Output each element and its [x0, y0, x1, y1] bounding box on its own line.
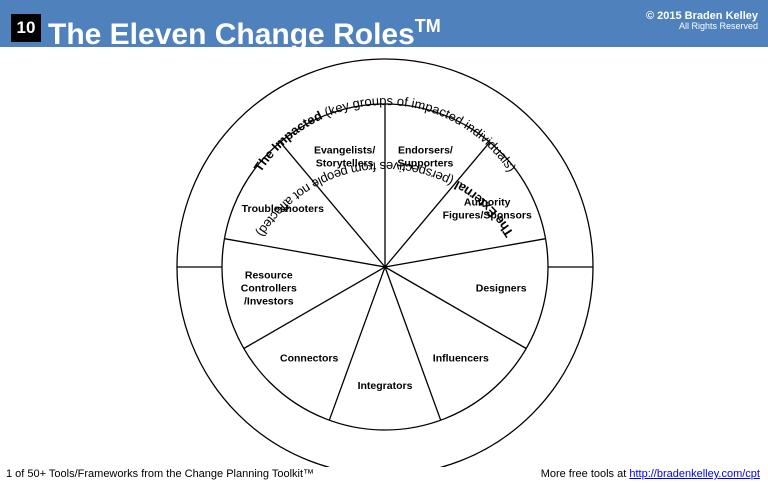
rights-text: All Rights Reserved [678, 21, 758, 32]
role-label-line: Connectors [280, 352, 339, 364]
footer-toolkit-note: 1 of 50+ Tools/Frameworks from the Chang… [6, 468, 315, 480]
wheel-spoke [279, 141, 386, 268]
footer-link[interactable]: http://bradenkelley.com/cpt [629, 468, 760, 480]
header-bar: 10 The Eleven Change RolesTM © 2015 Brad… [0, 0, 768, 51]
role-label-line: Authority [464, 197, 511, 209]
role-label: Connectors [280, 352, 339, 364]
change-roles-wheel: The Impacted (key groups of impacted ind… [176, 58, 594, 467]
role-label: Evangelists/Storytellers [314, 145, 375, 170]
role-label-line: Controllers [241, 283, 297, 295]
role-label-line: Designers [476, 283, 527, 295]
wheel-spoke [384, 238, 546, 268]
page-title: The Eleven Change RolesTM [48, 6, 441, 55]
wheel-spoke [384, 266, 527, 350]
wheel-spoke [328, 266, 386, 421]
footer-prefix: More free tools at [540, 468, 630, 480]
impacted-title: The Impacted [251, 108, 325, 175]
footer-more-tools: More free tools at http://bradenkelley.c… [541, 468, 760, 480]
role-label-line: Endorsers/ [398, 145, 453, 157]
copyright-text: © 2015 Braden Kelley [645, 10, 758, 22]
wheel-spoke [384, 141, 491, 268]
role-label: Troubleshooters [242, 203, 324, 215]
role-label: Designers [476, 283, 527, 295]
role-label-line: Supporters [397, 158, 453, 170]
wheel-spoke [384, 266, 442, 421]
role-label-line: Troubleshooters [242, 203, 324, 215]
role-label: Influencers [433, 352, 489, 364]
role-label-line: Integrators [358, 380, 413, 392]
external-subtitle: (perspectives from people not affected) [254, 159, 459, 240]
tool-number-badge: 10 [11, 14, 41, 42]
role-label-line: Storytellers [316, 158, 374, 170]
role-label: Integrators [358, 380, 413, 392]
title-text: The Eleven Change Roles [48, 18, 415, 51]
copyright-block: © 2015 Braden Kelley All Rights Reserved [646, 10, 758, 32]
role-label-line: Influencers [433, 352, 489, 364]
wheel-spoke [243, 266, 386, 350]
role-label-line: /Investors [244, 296, 294, 308]
trademark-mark: TM [414, 16, 441, 36]
role-label-line: Evangelists/ [314, 145, 375, 157]
role-label-line: Figures/Sponsors [443, 210, 532, 222]
role-label: Endorsers/Supporters [397, 145, 453, 170]
wheel-spoke [224, 238, 386, 268]
role-label-line: Resource [245, 270, 293, 282]
